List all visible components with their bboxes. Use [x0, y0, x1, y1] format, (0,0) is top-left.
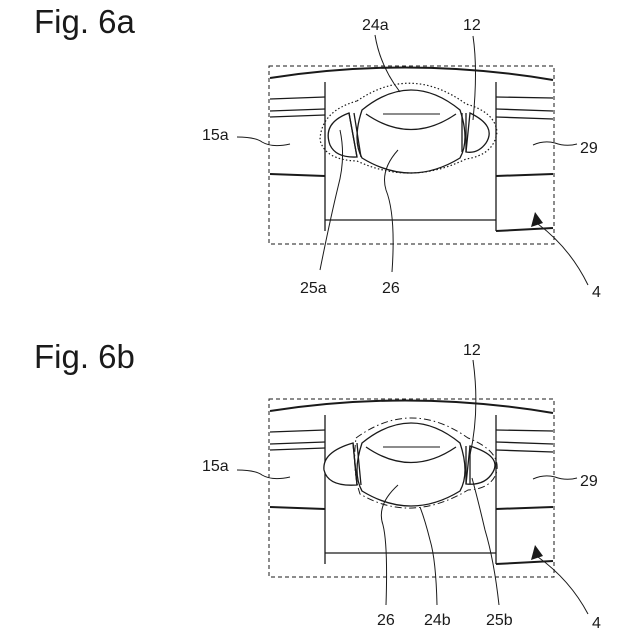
figure-6a-label-25a: 25a	[300, 280, 327, 297]
figure-6b-body	[324, 418, 497, 508]
figure-6b-label-26: 26	[377, 612, 395, 629]
figure-6a-right-panel	[496, 82, 553, 231]
figure-6b-arrow-4	[531, 545, 588, 614]
figure-6b-right-panel	[496, 415, 553, 564]
figure-6a-body	[320, 83, 497, 173]
figure-6a-left-panel	[270, 82, 325, 231]
figure-6a-title: Fig. 6a	[34, 3, 136, 40]
figure-6b-label-12: 12	[463, 342, 481, 359]
figure-6b-label-25b: 25b	[486, 612, 513, 629]
figure-6a-label-24a: 24a	[362, 17, 389, 34]
figure-6b-label-24b: 24b	[424, 612, 451, 629]
figure-6a-label-15a: 15a	[202, 127, 229, 144]
figure-6a-label-12: 12	[463, 17, 481, 34]
figure-6b: Fig. 6b	[34, 338, 601, 632]
figure-6a-label-29: 29	[580, 140, 598, 157]
figure-6a-top-rim	[270, 67, 553, 80]
figure-6b-title: Fig. 6b	[34, 338, 135, 375]
figure-6b-label-4: 4	[592, 615, 601, 632]
figure-6b-label-15a: 15a	[202, 458, 229, 475]
figure-6a-label-4: 4	[592, 284, 601, 301]
figure-6a: Fig. 6a	[34, 3, 601, 301]
figure-6a-arrow-4	[531, 212, 588, 285]
figure-6b-left-panel	[270, 415, 325, 564]
figure-6b-top-rim	[270, 400, 553, 413]
figure-6a-label-26: 26	[382, 280, 400, 297]
figure-6b-label-29: 29	[580, 473, 598, 490]
